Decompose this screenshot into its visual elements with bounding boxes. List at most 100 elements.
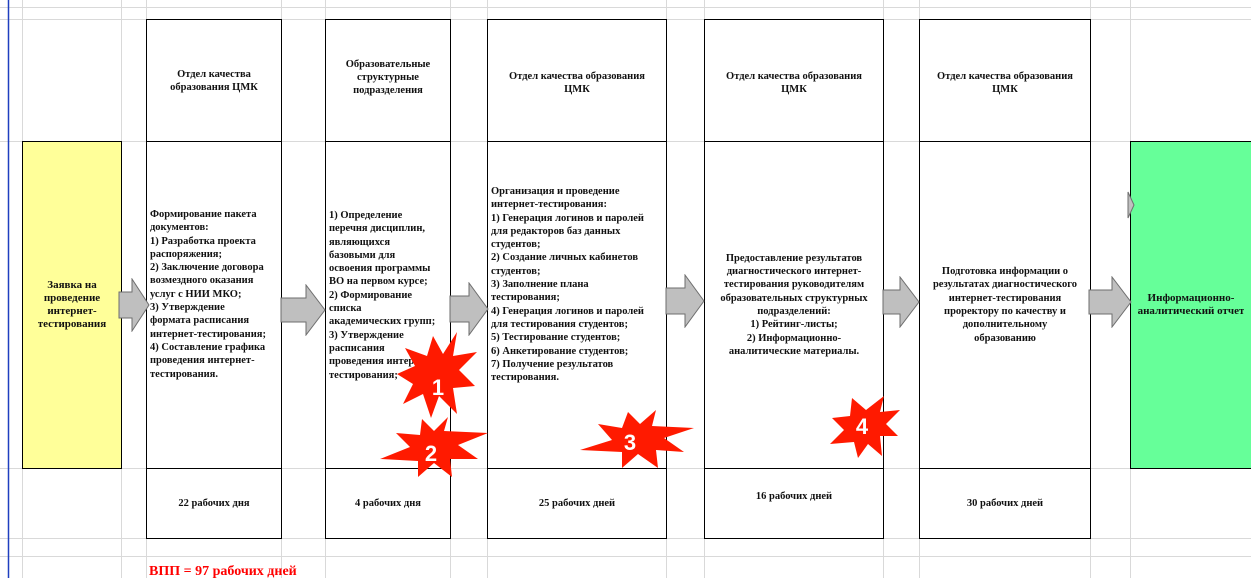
stage-2-header: Образовательные структурные подразделения (325, 19, 451, 142)
burst-shape-2 (380, 417, 488, 477)
end-box-report: Информационно- аналитический отчет (1130, 141, 1251, 469)
content-line: освоения программы (329, 263, 431, 275)
content-line: 5) Тестирование студентов; (491, 332, 621, 344)
duration-label: 4 рабочих дня (355, 498, 421, 509)
end-box-text: Информационно- аналитический отчет (1138, 292, 1251, 318)
content-line: 1) Разработка проекта (150, 235, 256, 247)
flow-arrow-2 (280, 284, 326, 336)
content-line: тестирования; (491, 292, 560, 304)
content-line: Подготовка информации о (941, 266, 1069, 278)
burst-shape-4 (830, 396, 900, 458)
header-line: ЦМК (781, 84, 807, 95)
total-duration: ВПП = 97 рабочих дней (149, 564, 297, 579)
duration-label: 30 рабочих дней (966, 498, 1044, 509)
content-line: являющихся (329, 236, 391, 248)
start-line: тестирования (37, 318, 107, 330)
content-line: проведения интернет- (150, 355, 255, 367)
start-box-request: Заявка на проведение интернет- тестирова… (22, 141, 122, 469)
content-line: образованию (974, 332, 1036, 344)
stage-3-content: Организация и проведение интернет-тестир… (487, 141, 667, 469)
content-line: 1) Рейтинг-листы; (750, 319, 838, 331)
content-line: интернет-тестирования (948, 292, 1062, 304)
content-line: 2) Формирование (329, 289, 413, 301)
content-line: интернет-тестирования: (491, 199, 607, 211)
content-line: студентов; (491, 239, 541, 251)
end-line: Информационно- (1147, 292, 1235, 304)
content-line: дополнительному (962, 319, 1048, 331)
content-line: 1) Генерация логинов и паролей (491, 212, 644, 224)
content-line: студентов; (491, 265, 541, 277)
content-line: услуг с НИИ МКО; (150, 288, 242, 300)
content-line: проректору по качеству и (944, 306, 1066, 317)
burst-badge-1: 1 (431, 375, 445, 400)
content-line: тестирования руководителям (723, 279, 865, 291)
content-line: проведения интернет- (329, 356, 434, 368)
content-line: 3) Утверждение (150, 302, 225, 314)
stage-1-content: Формирование пакета документов: 1) Разра… (146, 141, 282, 469)
flow-arrow-6 (1088, 276, 1132, 328)
content-line: образовательных структурных (720, 292, 868, 304)
content-line: 4) Составление графика (150, 341, 266, 353)
content-line: подразделений: (757, 306, 831, 317)
header-line: структурные (357, 72, 419, 83)
header-line: Образовательные (345, 59, 431, 70)
content-line: 3) Утверждение (329, 329, 404, 341)
duration-label: 16 рабочих дней (755, 491, 833, 502)
header-line: ЦМК (564, 84, 590, 95)
content-line: перечня дисциплин, (329, 223, 426, 235)
header-line: Отдел качества образования (509, 71, 645, 82)
header-line: Отдел качества образования (726, 71, 862, 82)
content-line: академических групп; (329, 316, 436, 328)
content-line: тестирования. (491, 372, 559, 384)
content-line: 2) Заключение договора (150, 262, 264, 274)
content-line: Организация и проведение (491, 186, 620, 197)
flow-arrow-1 (118, 278, 150, 332)
content-line: 1) Определение (329, 210, 403, 221)
flow-arrow-4 (665, 274, 705, 328)
header-line: Отдел качества (177, 68, 251, 80)
content-line: формата расписания (150, 315, 250, 327)
content-line: диагностического интернет- (726, 266, 862, 278)
start-box-text: Заявка на проведение интернет- тестирова… (38, 279, 106, 331)
burst-badge-3: 3 (623, 430, 637, 455)
header-line: Отдел качества образования (937, 71, 1073, 82)
duration-label: 25 рабочих дней (538, 498, 616, 509)
burst-badge-4: 4 (855, 414, 869, 439)
content-line: тестирования; (329, 369, 398, 381)
content-line: документов: (150, 222, 209, 234)
content-line: Формирование пакета (150, 209, 257, 220)
stage-5-content: Подготовка информации о результатах диаг… (919, 141, 1091, 469)
content-line: распоряжения; (150, 248, 222, 260)
burst-shape-3 (580, 410, 694, 468)
stage-1-duration: 22 рабочих дня (146, 468, 282, 539)
content-line: 2) Создание личных кабинетов (491, 252, 638, 264)
header-line: ЦМК (992, 84, 1018, 95)
content-line: 3) Заполнение плана (491, 279, 589, 291)
stage-3-duration: 25 рабочих дней (487, 468, 667, 539)
content-line: аналитические материалы. (728, 345, 860, 357)
content-line: базовыми для (329, 249, 396, 261)
content-line: Предоставление результатов (725, 252, 863, 264)
start-line: проведение (43, 292, 101, 304)
burst-shape-1 (397, 332, 477, 418)
content-line: 2) Информационно- (746, 332, 842, 344)
content-line: 7) Получение результатов (491, 358, 614, 370)
content-line: результатах диагностического (932, 279, 1078, 291)
content-line: интернет-тестирования; (150, 328, 266, 340)
stage-4-duration: 16 рабочих дней (704, 468, 884, 539)
flow-arrow-3 (449, 282, 489, 336)
content-line: 4) Генерация логинов и паролей (491, 305, 644, 317)
header-line: подразделения (353, 85, 423, 96)
arrow-tip-fragment (1127, 191, 1135, 219)
duration-label: 22 рабочих дня (178, 498, 250, 509)
content-line: возмездного оказания (150, 275, 254, 287)
content-line: для редакторов баз данных (491, 225, 621, 237)
content-line: 6) Анкетирование студентов; (491, 345, 629, 357)
end-line: аналитический отчет (1137, 305, 1245, 317)
flow-arrow-5 (882, 276, 920, 328)
stage-2-duration: 4 рабочих дня (325, 468, 451, 539)
